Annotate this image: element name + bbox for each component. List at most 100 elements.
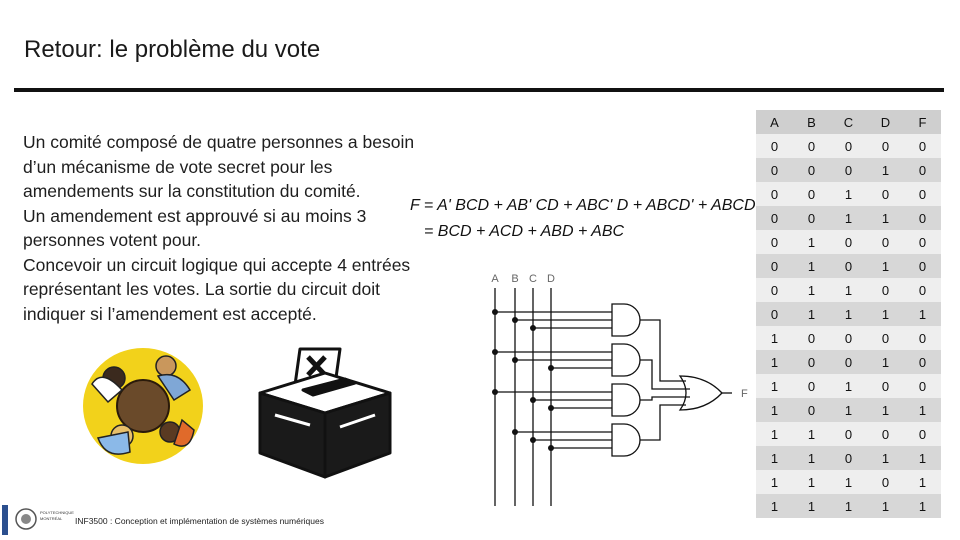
column-header: B bbox=[793, 110, 830, 134]
table-cell: 0 bbox=[867, 182, 904, 206]
paragraph-task: Concevoir un circuit logique qui accepte… bbox=[23, 254, 411, 324]
table-cell: 0 bbox=[830, 350, 867, 374]
input-label-d: D bbox=[547, 273, 555, 285]
table-cell: 1 bbox=[793, 278, 830, 302]
table-cell: 1 bbox=[904, 494, 941, 518]
column-header: C bbox=[830, 110, 867, 134]
table-cell: 0 bbox=[793, 374, 830, 398]
paragraph-committee: Un comité composé de quatre personnes a … bbox=[23, 132, 415, 201]
table-cell: 1 bbox=[867, 206, 904, 230]
table-cell: 0 bbox=[904, 134, 941, 158]
table-cell: 1 bbox=[904, 398, 941, 422]
table-cell: 1 bbox=[904, 446, 941, 470]
table-cell: 0 bbox=[904, 374, 941, 398]
table-cell: 0 bbox=[793, 182, 830, 206]
slide-title: Retour: le problème du vote bbox=[24, 36, 321, 63]
table-cell: 1 bbox=[793, 470, 830, 494]
table-cell: 0 bbox=[793, 398, 830, 422]
table-cell: 1 bbox=[756, 470, 793, 494]
table-cell: 1 bbox=[793, 230, 830, 254]
table-cell: 1 bbox=[830, 398, 867, 422]
table-cell: 0 bbox=[756, 158, 793, 182]
table-cell: 1 bbox=[756, 446, 793, 470]
table-cell: 1 bbox=[830, 470, 867, 494]
table-cell: 0 bbox=[793, 158, 830, 182]
table-cell: 1 bbox=[830, 494, 867, 518]
table-cell: 1 bbox=[756, 374, 793, 398]
table-cell: 0 bbox=[830, 230, 867, 254]
table-cell: 0 bbox=[756, 254, 793, 278]
table-cell: 1 bbox=[756, 422, 793, 446]
table-cell: 0 bbox=[867, 470, 904, 494]
table-cell: 0 bbox=[867, 278, 904, 302]
table-cell: 1 bbox=[830, 374, 867, 398]
logic-circuit-diagram: A B C D F bbox=[491, 273, 748, 506]
output-label-f: F bbox=[741, 388, 748, 400]
table-cell: 1 bbox=[756, 326, 793, 350]
ballot-box-clipart bbox=[258, 347, 392, 479]
table-cell: 0 bbox=[867, 134, 904, 158]
boolean-formula: F = A' BCD + AB' CD + ABC' D + ABCD' + A… bbox=[410, 193, 756, 245]
column-header: D bbox=[867, 110, 904, 134]
table-cell: 1 bbox=[793, 446, 830, 470]
table-cell: 0 bbox=[756, 302, 793, 326]
table-cell: 0 bbox=[793, 206, 830, 230]
table-cell: 1 bbox=[867, 158, 904, 182]
table-cell: 0 bbox=[830, 422, 867, 446]
table-cell: 1 bbox=[904, 470, 941, 494]
table-cell: 1 bbox=[756, 350, 793, 374]
table-cell: 0 bbox=[756, 134, 793, 158]
committee-meeting-clipart bbox=[83, 348, 203, 464]
table-cell: 0 bbox=[756, 206, 793, 230]
column-header: A bbox=[756, 110, 793, 134]
table-cell: 0 bbox=[830, 446, 867, 470]
formula-line-1: F = A' BCD + AB' CD + ABC' D + ABCD' + A… bbox=[410, 197, 756, 214]
table-cell: 1 bbox=[867, 398, 904, 422]
table-cell: 1 bbox=[793, 422, 830, 446]
table-cell: 0 bbox=[867, 326, 904, 350]
column-header: F bbox=[904, 110, 941, 134]
table-cell: 1 bbox=[867, 302, 904, 326]
table-cell: 0 bbox=[904, 326, 941, 350]
table-cell: 1 bbox=[867, 494, 904, 518]
table-cell: 0 bbox=[756, 278, 793, 302]
table-cell: 1 bbox=[867, 446, 904, 470]
table-cell: 0 bbox=[793, 134, 830, 158]
table-cell: 0 bbox=[830, 254, 867, 278]
table-cell: 0 bbox=[867, 422, 904, 446]
table-cell: 1 bbox=[867, 350, 904, 374]
polytechnique-logo: POLYTECHNIQUE MONTRÉAL bbox=[2, 505, 74, 535]
table-cell: 0 bbox=[904, 278, 941, 302]
table-cell: 0 bbox=[904, 158, 941, 182]
title-divider bbox=[14, 88, 944, 92]
table-cell: 1 bbox=[830, 302, 867, 326]
table-cell: 0 bbox=[904, 206, 941, 230]
problem-statement: Un comité composé de quatre personnes a … bbox=[23, 130, 443, 326]
table-cell: 1 bbox=[830, 206, 867, 230]
paragraph-approval-rule: Un amendement est approuvé si au moins 3… bbox=[23, 205, 367, 251]
table-cell: 1 bbox=[793, 254, 830, 278]
table-cell: 0 bbox=[904, 182, 941, 206]
table-cell: 0 bbox=[830, 158, 867, 182]
table-cell: 0 bbox=[904, 350, 941, 374]
footer-course-title: INF3500 : Conception et implémentation d… bbox=[75, 516, 324, 526]
table-cell: 0 bbox=[867, 230, 904, 254]
table-cell: 1 bbox=[793, 494, 830, 518]
input-label-a: A bbox=[491, 273, 499, 285]
table-cell: 1 bbox=[756, 398, 793, 422]
table-cell: 0 bbox=[904, 422, 941, 446]
table-cell: 0 bbox=[793, 326, 830, 350]
